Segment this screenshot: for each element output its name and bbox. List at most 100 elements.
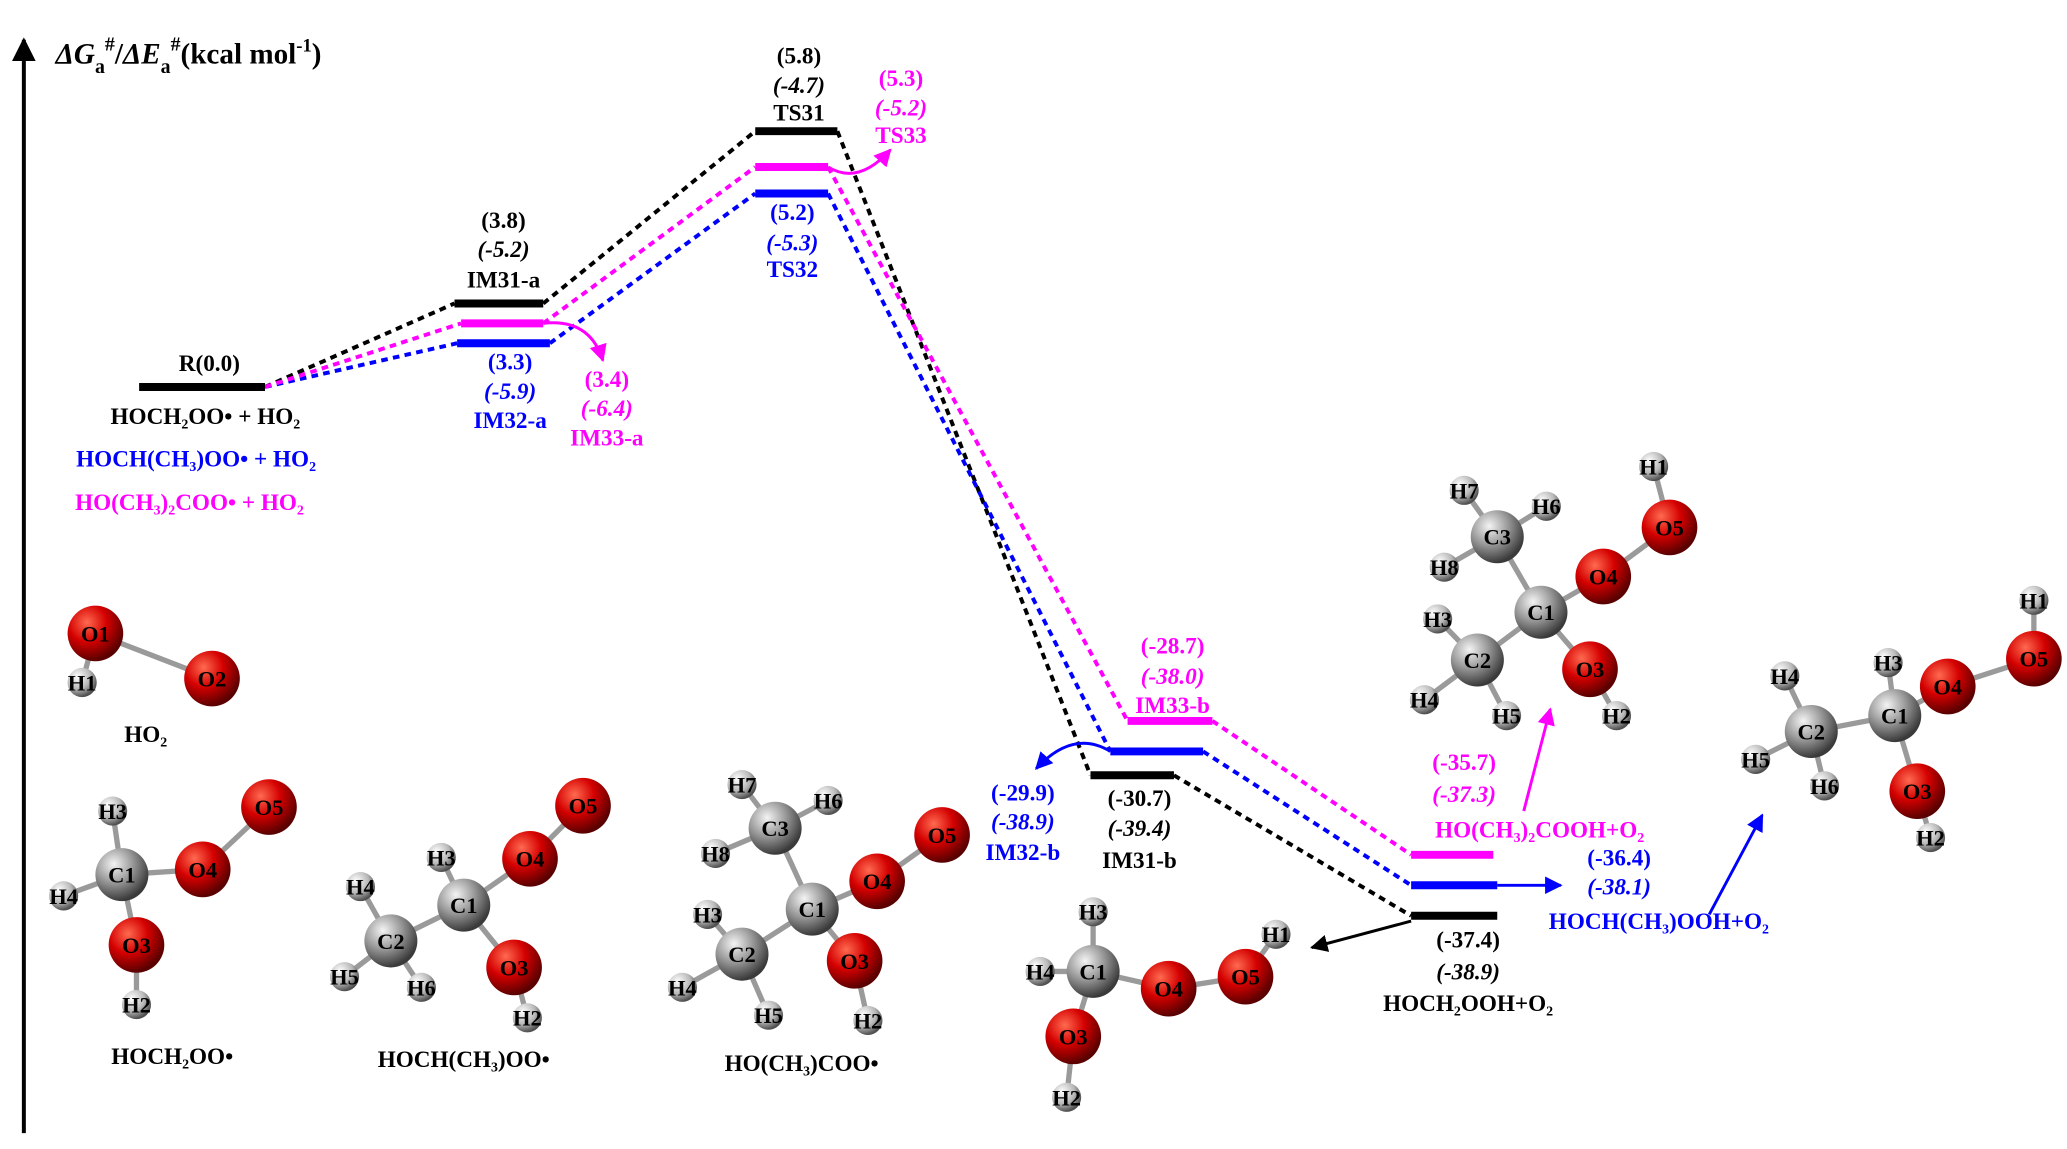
atom-h6: [1531, 491, 1561, 521]
atom-o5: [914, 807, 970, 863]
atom-label: O1: [81, 621, 110, 646]
atom-label: C3: [761, 816, 789, 841]
pathway-connector: [826, 166, 1130, 722]
atom-h7: [727, 769, 757, 800]
level-free-energy-label: (5.8): [777, 44, 821, 70]
atom-h7: [1449, 475, 1479, 505]
atom-label: C1: [1527, 600, 1555, 625]
atom-label: H4: [1410, 688, 1439, 713]
level-electronic-energy-label: (-4.7): [773, 73, 825, 99]
atom-h1: [1639, 451, 1669, 482]
atom-c2: [364, 914, 418, 968]
pathway-connector: [264, 321, 462, 389]
atom-c1: [1514, 585, 1568, 639]
atom-h2: [853, 1005, 883, 1036]
atom-label: O4: [516, 847, 545, 872]
atom-label: C1: [450, 893, 478, 918]
pathway-connector: [1172, 773, 1413, 918]
axis-sub2: a: [161, 56, 171, 78]
atom-label: H3: [1423, 607, 1452, 632]
atom-h4: [667, 972, 697, 1002]
atom-label: O5: [2019, 647, 2048, 672]
pointer-arrow: [1522, 707, 1555, 812]
atom-c1: [785, 882, 839, 936]
atom-o4: [1919, 658, 1976, 715]
atom-label: O3: [1059, 1024, 1088, 1049]
atom-o3: [826, 932, 883, 989]
atom-c1: [437, 878, 491, 932]
axis-unit: (kcal mol: [181, 39, 297, 71]
atom-label: O3: [122, 933, 151, 958]
level-free-energy-label: (3.8): [481, 208, 525, 234]
atom-label: C1: [1881, 704, 1909, 729]
atom-o3: [1889, 763, 1946, 820]
atom-label: O3: [840, 949, 869, 974]
atom-c1: [1868, 689, 1922, 743]
atom-label: C2: [377, 929, 405, 954]
atom-label: H1: [1262, 922, 1291, 947]
atom-h4: [345, 872, 375, 902]
atom-label: H3: [1079, 900, 1108, 925]
atom-h4: [49, 881, 79, 911]
level-electronic-energy-label: (-38.9): [1436, 959, 1500, 985]
pointer-arrow: [1707, 813, 1764, 916]
atom-label: O5: [928, 823, 957, 848]
atom-label: O4: [1589, 564, 1618, 589]
atom-o5: [241, 779, 297, 835]
atom-h2: [1052, 1082, 1082, 1112]
atom-label: O5: [255, 795, 284, 820]
molecule-caption: HOCH₂OO•: [111, 1044, 233, 1070]
level-name-label: HO(CH₃)₂COOH+O₂: [1435, 818, 1644, 844]
atom-label: H3: [427, 845, 456, 870]
level-name-label: HOCH(CH₃)OOH+O₂: [1549, 909, 1769, 935]
atom-h2: [121, 989, 152, 1020]
atom-label: O3: [500, 955, 529, 980]
axis-sup2: #: [171, 33, 181, 55]
atom-c3: [1470, 510, 1524, 564]
atom-h1: [2019, 585, 2049, 615]
atom-label: H3: [98, 799, 127, 824]
pathway-connector: [542, 165, 757, 325]
atom-label: O2: [198, 666, 227, 691]
atom-label: O4: [188, 857, 217, 882]
level-electronic-energy-label: (-38.0): [1141, 664, 1205, 690]
atom-h5: [329, 962, 360, 992]
atom-label: O5: [1655, 515, 1684, 540]
atom-c1: [95, 848, 149, 902]
atom-c2: [715, 927, 769, 981]
atom-label: O4: [863, 869, 892, 894]
atom-h6: [813, 785, 843, 816]
level-free-energy-label: (-36.4): [1587, 845, 1651, 871]
atom-label: H3: [1874, 651, 1903, 676]
atom-o3: [108, 917, 165, 973]
atom-label: H4: [346, 875, 375, 900]
level-name-label: R(0.0): [179, 351, 240, 377]
axis-sub1: a: [95, 56, 105, 78]
y-axis-title: ΔGa#/ΔEa#(kcal mol-1): [55, 33, 322, 78]
atom-h1: [67, 667, 97, 698]
pointer-arrow: [543, 321, 607, 363]
atom-h2: [1915, 822, 1946, 853]
level-name-label: IM31-b: [1102, 848, 1177, 874]
molecule-caption: HO₂: [124, 722, 167, 748]
atom-c3: [748, 801, 802, 855]
level-name-label: IM33-a: [570, 425, 644, 451]
level-electronic-energy-label: (-5.9): [484, 379, 536, 405]
pathway-connector: [264, 301, 456, 389]
level-name-label: TS31: [773, 101, 825, 127]
atom-label: O5: [569, 794, 598, 819]
atom-o4: [1140, 960, 1197, 1017]
atom-label: H5: [1492, 704, 1521, 729]
atom-label: O3: [1576, 657, 1605, 682]
axis-exp: -1: [296, 36, 311, 57]
level-name-label: HOCH₂OOH+O₂: [1383, 991, 1553, 1017]
level-name-label: IM33-b: [1135, 693, 1210, 719]
atom-label: C2: [1798, 719, 1826, 744]
atom-o2: [184, 650, 240, 707]
